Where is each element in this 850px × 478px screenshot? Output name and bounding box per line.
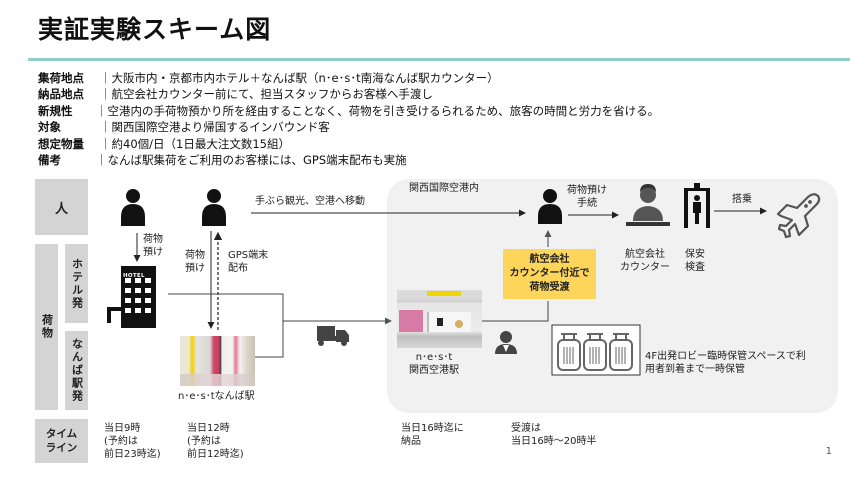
title-underline	[28, 58, 850, 61]
info-key: 備考	[38, 153, 61, 168]
label-line: 手続	[577, 198, 597, 209]
suitcase-icon	[609, 333, 633, 371]
label-line: 配布	[228, 263, 248, 274]
label-line: 用者到着まで一時保管	[645, 364, 745, 375]
info-key: 想定物量	[38, 136, 84, 151]
counter-staff-icon	[626, 184, 670, 226]
label-line: 当日16時～20時半	[511, 436, 597, 447]
label-line: カウンター付近で	[509, 268, 590, 279]
truck-route-line	[255, 317, 392, 358]
info-value: ｜関西国際空港より帰国するインバウンド客	[100, 120, 330, 135]
label-line: 荷物受渡	[529, 282, 570, 293]
hotel-dropoff-label: 荷物 預け	[143, 233, 163, 259]
counter-label: 航空会社 カウンター	[620, 248, 670, 274]
security-label: 保安 検査	[685, 248, 705, 274]
label-line: カウンター	[620, 262, 670, 273]
handover-callout: 航空会社 カウンター付近で 荷物受渡	[503, 249, 596, 299]
info-value: ｜なんば駅集荷をご利用のお客様には、GPS端末配布も実施	[96, 153, 407, 168]
checkin-label: 荷物預け 手続	[567, 184, 607, 210]
label-line: 荷物預け	[567, 185, 607, 196]
storage-label: 4F出発ロビー臨時保管スペースで利 用者到着まで一時保管	[645, 350, 806, 376]
airport-area-label: 関西国際空港内	[409, 183, 479, 194]
lane-hotel: ホテル発	[65, 244, 88, 323]
label-line: 預け	[185, 263, 205, 274]
gps-label: GPS端末 配布	[228, 249, 268, 275]
label-line: n･e･s･t	[415, 352, 453, 363]
security-gate-icon	[684, 183, 710, 228]
photo-sign	[427, 291, 461, 296]
namba-dropoff-label: 荷物 預け	[185, 249, 205, 275]
label-line: 4F出発ロビー臨時保管スペースで利	[645, 351, 806, 362]
kix-station-label: n･e･s･t 関西空港駅	[409, 351, 459, 377]
lane-person: 人	[35, 179, 88, 235]
hotel-icon	[107, 266, 156, 328]
hotel-sign-label: HOTEL	[123, 273, 145, 279]
lane-timeline: タイムライン	[35, 419, 88, 463]
info-value: ｜大阪市内・京都市内ホテル＋なんば駅（n･e･s･t南海なんば駅カウンター）	[100, 71, 499, 85]
airplane-icon	[776, 193, 821, 239]
travel-label: 手ぶら観光、空港へ移動	[255, 196, 365, 207]
label-line: 前日23時迄)	[104, 449, 161, 460]
namba-station-photo	[180, 336, 255, 386]
label-line: 預け	[143, 247, 163, 258]
suitcase-icon	[583, 333, 607, 371]
label-line: 航空会社	[625, 249, 665, 260]
page-number: 1	[825, 446, 832, 457]
label-line: 関西空港駅	[409, 365, 459, 376]
label-line: 保安	[685, 249, 705, 260]
info-row-volume: 想定物量 ｜約40個/日（1日最大注文数15組）	[38, 136, 659, 152]
info-key: 納品地点	[38, 87, 84, 102]
info-value: ｜航空会社カウンター前にて、担当スタッフからお客様へ手渡し	[100, 87, 433, 102]
info-value: ｜空港内の手荷物預かり所を経由することなく、荷物を引き受けるられるため、旅客の時…	[96, 103, 660, 118]
label-line: 航空会社	[529, 254, 570, 265]
photo-object	[455, 320, 463, 328]
info-row-pickup: 集荷地点 ｜大阪市内・京都市内ホテル＋なんば駅（n･e･s･t南海なんば駅カウン…	[38, 70, 659, 86]
info-row-target: 対象 ｜関西国際空港より帰国するインバウンド客	[38, 119, 659, 135]
lane-luggage: 荷物	[35, 244, 58, 410]
info-row-novelty: 新規性 ｜空港内の手荷物預かり所を経由することなく、荷物を引き受けるられるため、…	[38, 103, 659, 119]
kix-handover-line	[482, 301, 549, 322]
label-line: 荷物	[185, 250, 205, 261]
boarding-label: 搭乗	[732, 194, 752, 205]
timeline-handover: 受渡は 当日16時～20時半	[511, 422, 596, 448]
hotel-collection-line	[168, 293, 284, 321]
staff-icon	[495, 331, 517, 354]
timeline-delivery: 当日16時迄に 納品	[401, 422, 464, 448]
suitcase-icon	[557, 333, 581, 371]
label-line: 荷物	[143, 234, 163, 245]
info-value: ｜約40個/日（1日最大注文数15組）	[100, 136, 290, 151]
label-line: 前日12時迄)	[187, 449, 244, 460]
truck-icon	[317, 326, 349, 346]
label-line: (予約は	[104, 436, 138, 447]
label-line: 納品	[401, 436, 421, 447]
info-key: 新規性	[38, 103, 73, 118]
page-title: 実証実験スキーム図	[38, 15, 272, 44]
timeline-namba: 当日12時 (予約は 前日12時迄)	[187, 422, 244, 461]
label-line: GPS端末	[228, 250, 269, 261]
lane-namba: なんば駅発	[65, 331, 88, 410]
info-key: 対象	[38, 120, 61, 135]
label-line: 当日12時	[187, 423, 230, 434]
info-list: 集荷地点 ｜大阪市内・京都市内ホテル＋なんば駅（n･e･s･t南海なんば駅カウン…	[38, 70, 659, 168]
person-icon	[121, 189, 145, 226]
info-row-delivery: 納品地点 ｜航空会社カウンター前にて、担当スタッフからお客様へ手渡し	[38, 86, 659, 102]
photo-object	[437, 318, 443, 326]
photo-poster	[399, 310, 423, 332]
timeline-hotel: 当日9時 (予約は 前日23時迄)	[104, 422, 161, 461]
kix-station-photo	[397, 290, 482, 348]
label-line: (予約は	[187, 436, 221, 447]
label-line: 当日16時迄に	[401, 423, 464, 434]
person-icon	[202, 189, 226, 226]
label-line: 検査	[685, 262, 705, 273]
namba-station-label: n･e･s･tなんば駅	[178, 391, 255, 402]
info-row-notes: 備考 ｜なんば駅集荷をご利用のお客様には、GPS端末配布も実施	[38, 152, 659, 168]
label-line: 当日9時	[104, 423, 141, 434]
person-icon	[538, 189, 562, 224]
label-line: 受渡は	[511, 423, 541, 434]
info-key: 集荷地点	[38, 71, 84, 85]
